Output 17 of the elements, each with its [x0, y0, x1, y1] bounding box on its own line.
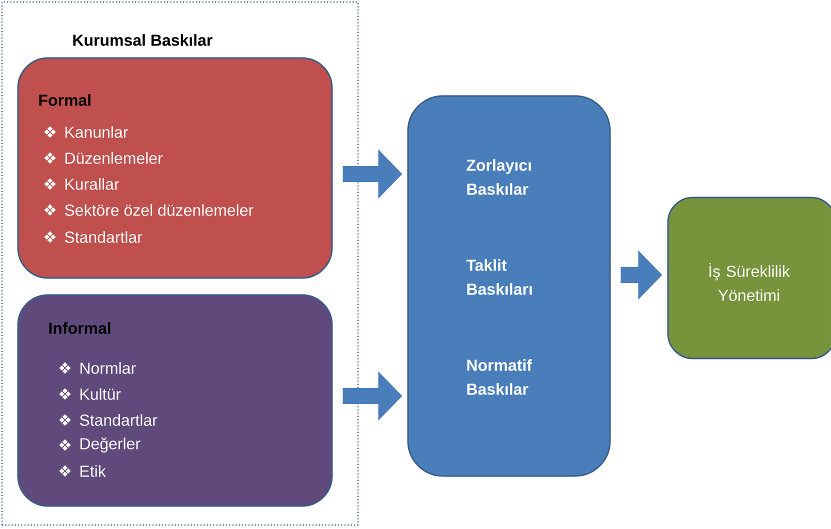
list-item: Değerler [80, 437, 140, 453]
pressure-label: Normatif Baskılar [467, 359, 532, 395]
list-item: Kultür [80, 388, 121, 400]
pressure-label: Taklit Baskıları [466, 259, 532, 295]
box-heading: Formal [39, 94, 90, 106]
list-item: Kanunlar [66, 126, 128, 138]
list-item: Etik [80, 465, 106, 477]
result-label: İş Süreklilik Yönetimi [710, 262, 790, 301]
list-item: Kurallar [66, 178, 120, 190]
list-item: Normlar [80, 362, 136, 374]
pressure-label: Zorlayıcı Baskılar [466, 159, 531, 195]
list-item: Standartlar [80, 414, 158, 426]
list-item: Sektöre özel düzenlemeler [64, 204, 254, 216]
frame-heading: Kurumsal Baskılar [73, 34, 212, 46]
list-item: Standartlar [64, 231, 142, 243]
list-item: Düzenlemeler [66, 152, 163, 164]
box-heading: Informal [49, 322, 110, 334]
